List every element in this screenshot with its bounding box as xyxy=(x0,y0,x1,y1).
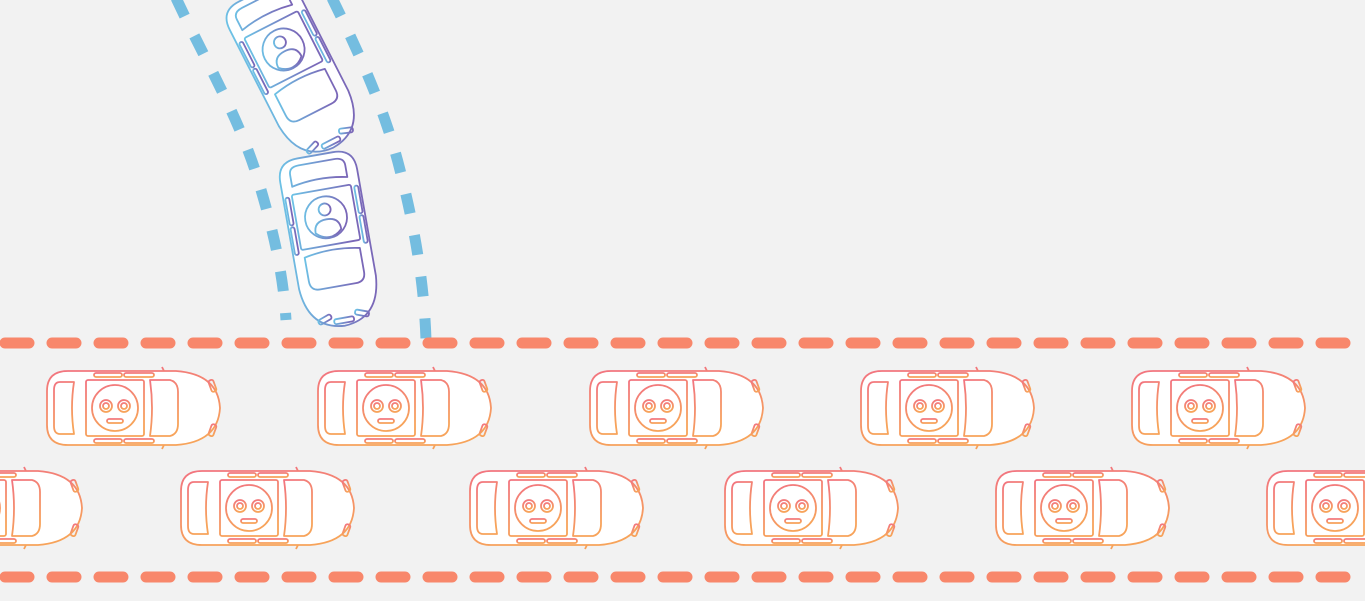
merge-lane-left-line xyxy=(171,0,292,321)
traffic-car xyxy=(1131,366,1306,450)
merge-lane xyxy=(171,0,432,341)
traffic-car xyxy=(860,366,1035,450)
traffic-car xyxy=(724,466,899,550)
traffic-car xyxy=(995,466,1170,550)
traffic-car xyxy=(0,466,83,550)
traffic-car xyxy=(46,366,221,450)
traffic-car xyxy=(1266,466,1365,550)
merge-lane-right-line xyxy=(327,0,432,341)
merging-car xyxy=(270,146,390,335)
traffic-lane xyxy=(0,366,1365,550)
traffic-car xyxy=(589,366,764,450)
traffic-car xyxy=(469,466,644,550)
traffic-car xyxy=(317,366,492,450)
merging-car xyxy=(214,0,374,169)
traffic-car xyxy=(180,466,355,550)
